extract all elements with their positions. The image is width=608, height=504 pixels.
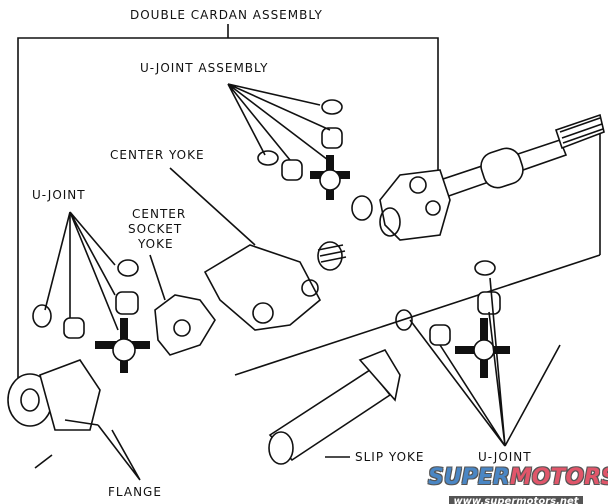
u-joint-parts-right [395, 260, 561, 447]
label-center-socket-yoke-line2: SOCKET [128, 222, 183, 236]
cardan-housing [379, 169, 451, 241]
watermark-logo: SUPERMOTORS [428, 465, 608, 490]
flange-part [7, 359, 141, 481]
label-u-joint-left: U-JOINT [32, 188, 86, 202]
slip-yoke-panel [234, 120, 601, 376]
u-joint-assembly-parts [227, 83, 373, 221]
label-center-socket-yoke-line3: YOKE [138, 237, 174, 251]
logo-super: SUPER [428, 465, 510, 490]
watermark: SUPERMOTORS www.supermotors.net [428, 465, 608, 504]
label-u-joint-assembly: U-JOINT ASSEMBLY [140, 61, 269, 75]
label-u-joint-right: U-JOINT [478, 450, 532, 464]
logo-motors: MOTORS [509, 465, 608, 490]
center-socket-yoke-part [149, 254, 216, 356]
label-flange: FLANGE [108, 485, 162, 499]
label-double-cardan-assembly: DOUBLE CARDAN ASSEMBLY [130, 8, 323, 22]
label-center-socket-yoke-line1: CENTER [132, 207, 187, 221]
watermark-url: www.supermotors.net [449, 496, 583, 504]
shaft [409, 113, 605, 207]
label-slip-yoke: SLIP YOKE [355, 450, 425, 464]
double-cardan-bracket [17, 24, 439, 380]
center-yoke-part [169, 167, 322, 331]
label-center-yoke: CENTER YOKE [110, 148, 205, 162]
u-joint-parts-left [32, 211, 150, 373]
slip-yoke-part [268, 349, 401, 465]
centering-spring [317, 241, 347, 271]
